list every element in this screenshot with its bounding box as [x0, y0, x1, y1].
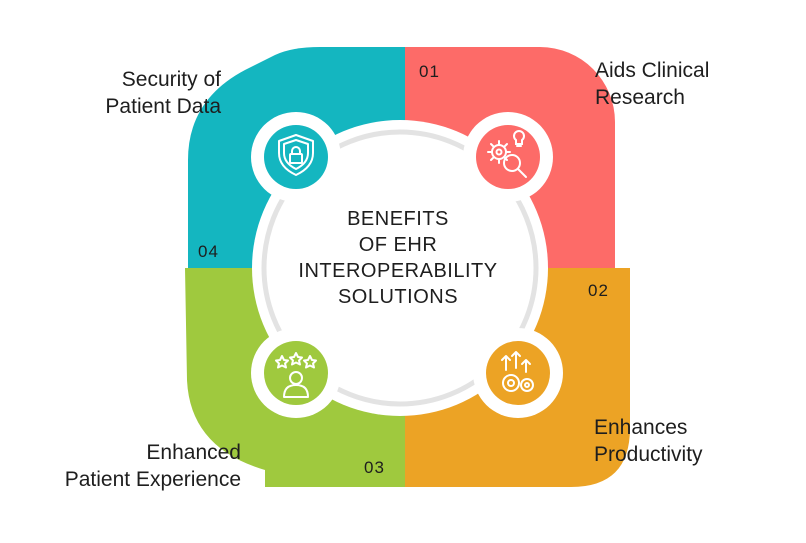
gears-magnifier-lightbulb-icon [487, 130, 527, 178]
badge-02 [473, 328, 563, 418]
number-04: 04 [198, 242, 219, 261]
user-star-rating-icon [275, 352, 317, 398]
label-enhanced-patient-experience: Enhanced Patient Experience [64, 441, 241, 491]
label-aids-clinical-research: Aids Clinical Research [595, 59, 710, 109]
label-security-of-patient-data: Security of Patient Data [105, 68, 221, 118]
gears-growth-arrows-icon [501, 351, 534, 392]
label-enhances-productivity: Enhances Productivity [594, 416, 703, 466]
title-line: OF EHR [358, 234, 438, 256]
center-circle-ring [261, 129, 539, 407]
badge-03 [251, 328, 341, 418]
number-02: 02 [588, 281, 609, 300]
shield-lock-icon [278, 134, 314, 176]
number-01: 01 [419, 62, 440, 81]
badge-01 [463, 112, 553, 202]
title-line: INTEROPERABILITY [298, 260, 498, 282]
title-line: BENEFITS [347, 208, 449, 230]
center-title: BENEFITS OF EHR INTEROPERABILITY SOLUTIO… [268, 206, 528, 310]
title-line: SOLUTIONS [337, 286, 459, 308]
badge-04 [251, 112, 341, 202]
number-03: 03 [364, 458, 385, 477]
